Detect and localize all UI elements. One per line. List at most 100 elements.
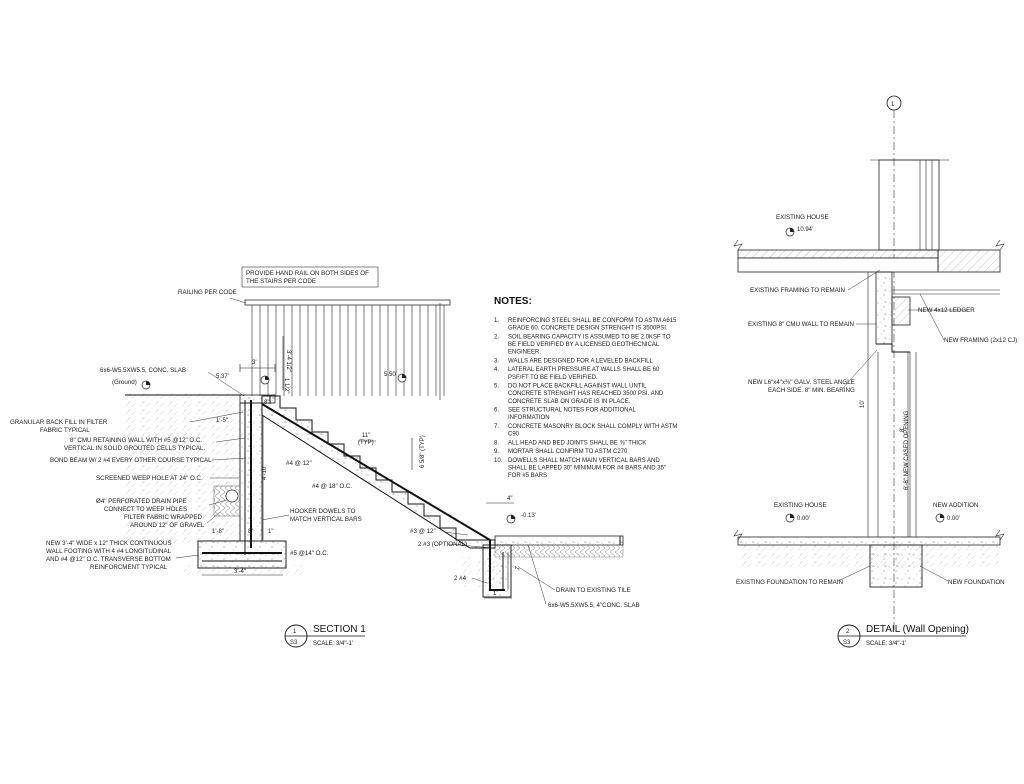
new-foundation [869,544,923,588]
ledger-label: NEW 4x12 LEDGER [918,307,975,314]
section-1-scale: SCALE: 3/4"-1' [313,641,353,647]
rebar-5-14-label: #5 @14" O.C. [290,550,329,557]
notes-heading: NOTES: [494,296,532,307]
rebar-4-18-label: #4 @ 18" O.C. [312,483,352,490]
steel-angle [876,343,910,353]
railing [245,303,445,396]
elevation-marker-new-floor [935,513,945,523]
ground-label: (Ground) [112,379,137,386]
grid-bubble [886,95,902,111]
cmu-remain-label: EXISTING 8" CMU WALL TO REMAIN [748,321,854,328]
elevation-marker-bottom [506,514,516,524]
note-number: 8. [494,440,499,446]
note-text-line: ALL HEAD AND BED JOINTS SHALL BE ⅜" THIC… [508,440,646,446]
note-text-line: SOIL BEARING CAPACITY IS ASSUMED TO BE 2… [508,334,671,340]
elevation-000-right: 0.00' [947,516,960,522]
hand-rail-callout [241,266,379,288]
rebar-3-12-label: #3 @ 12" [410,528,436,535]
note-text-line: SHALL BE LAPPED 30" MINIMUM FOR #4 BARS … [508,466,666,472]
callout-line-2: THE STAIRS PER CODE [246,278,316,285]
cmu-wall [875,271,893,345]
note-text-line: WALLS ARE DESIGNED FOR A LEVELED BACKFIL… [508,358,653,364]
drain-pipe-label-1: Ø4" PERFORATED DRAIN PIPE [96,498,187,505]
detail-2-drawing: 1 [733,95,1017,648]
dim-4-10: 4'-10" [262,465,268,480]
footing-label-2: WALL FOOTING WITH 4 #4 LONGITUDINAL [46,548,172,555]
note-text-line: DO NOT PLACE BACKFILL AGAINST WALL UNTIL [508,384,647,390]
elevation-marker-landing [260,375,270,385]
dim-1-8: 1'-8" [212,529,224,535]
dim-8in-bottom: 8" [248,529,253,535]
elevation-550: 5.50' [384,372,397,378]
notes-block: NOTES: 1.REINFORCING STEEL SHALL BE CONF… [494,296,677,479]
dim-6-58: 6 5/8" (TYP) [420,435,426,468]
elevation-1094: 10.94' [797,227,813,233]
footing-label-4: REINFORCMENT TYPICAL [90,564,168,571]
bottom-slab [494,535,624,546]
new-foundation-label: NEW FOUNDATION [948,579,1005,586]
note-text-line: CONCRETE STRENGHT HAS REACHED 3500 PSI. … [508,391,664,397]
note-number: 7. [494,424,499,430]
section-1-number: 1 [293,629,297,635]
filter-label-1: FILTER FABRIC WRAPPED [124,514,202,521]
hooker-label-1: HOOKER DOWELS TO [290,508,356,515]
note-text-line: GRADE 60. CONCRETE DESIGN STRENGHT IS 35… [508,326,668,332]
note-number: 9. [494,449,499,455]
footing-label-3: AND #4 @12" O.C. TRANSVERSE BOTTOM [46,556,171,563]
note-text-line: PSF/FT TO BE FIELD VERIFIED. [508,375,598,381]
new-framing-label: NEW FRAMING (2x12 CJ) [944,337,1017,344]
elevation-marker-right [397,373,407,383]
detail-2-scale: SCALE: 3/4"-1' [866,641,906,647]
dim-4in: 4" [507,496,512,502]
section-1-title: SECTION 1 [313,624,366,635]
note-text-line: INFORMATION [508,415,550,421]
dim-8in-top: 8" [264,400,269,406]
new-addition-label: NEW ADDITION [933,502,978,509]
detail-2-title: DETAIL (Wall Opening) [866,624,969,635]
elevation-537: 5.37' [216,374,229,380]
note-number: 6. [494,408,499,414]
note-number: 5. [494,384,499,390]
detail-2-sheet: S3 [843,640,851,646]
existing-house-bottom-label: EXISTING HOUSE [774,502,827,509]
note-number: 2. [494,334,499,340]
dim-11-typ: (TYP) [358,440,374,446]
angle-label-2: EACH SIDE. 8" MIN. BEARING [768,387,855,394]
callout-line-1: PROVIDE HAND RAIL ON BOTH SIDES OF [246,270,369,277]
dim-3-4-half: 3'-4 1/2" [285,350,291,372]
backfill-label-2: FABRIC TYPICAL [40,427,90,434]
dim-1in: 1" [268,529,273,535]
cmu-label-2: VERTICAL IN SOLID GROUTED CELLS TYPICAL. [64,445,205,452]
note-text-line: LATERAL EARTH PRESSURE AT WALLS SHALL BE… [508,367,660,373]
bond-beam-label: BOND BEAM W/ 2 #4 EVERY OTHER COURSE TYP… [50,457,212,464]
detail-2-title-block: 2 S3 DETAIL (Wall Opening) SCALE: 3/4"-1… [837,624,969,648]
note-text-line: MORTAR SHALL CONFIRM TO ASTM C270 [508,449,628,455]
rebar-2-3-label: 2 #3 (OPTIONAL) [418,541,467,548]
filter-label-2: AROUND 12" OF GRAVEL [130,522,205,529]
rebar-4-12-label: #4 @ 12" [286,460,312,467]
new-ledger [891,296,911,326]
drain-pipe-label-2: CONNECT TO WEEP HOLES [104,506,187,513]
dim-3-4: 3'-4" [234,569,246,575]
rebar-2-4-label: 2 #4 [454,575,467,582]
footing-label-1: NEW 3'-4" WIDE x 12" THICK CONTINUOUS [46,540,171,547]
backfill-label-1: GRANULAR BACK FILL IN FILTER [10,419,108,426]
note-text-line: DOWELLS SHALL MATCH MAIN VERTICAL BARS A… [508,458,660,464]
existing-house-top-label: EXISTING HOUSE [776,214,829,221]
elevation-marker-existing-floor [785,513,795,523]
dim-2ft: 2' [513,566,519,570]
drain-tile-label: DRAIN TO EXISTING TILE [556,587,631,594]
note-number: 10. [494,458,503,464]
dim-10ft: 10' [860,400,866,408]
dim-1-5: 1'-5" [216,418,228,424]
dim-3ft: 3' [252,360,256,366]
dim-1ft: 1' [493,591,497,597]
wall-footing [197,540,287,569]
dim-8ft: 8' [900,428,906,432]
handrail [244,299,451,306]
elevation-marker-existing [785,227,795,237]
note-text-line: BE FIELD VERIFIED BY A LICENSED GEOTHECN… [508,342,660,348]
elevation-marker-top [141,380,151,390]
